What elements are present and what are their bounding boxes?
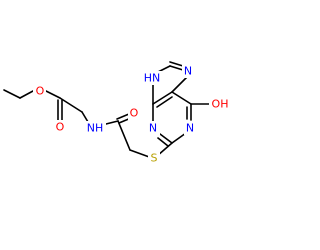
bond-c-amide-o-double-a — [116, 113, 130, 120]
atom-n1: N — [186, 122, 194, 135]
atom-n7: N — [184, 65, 192, 78]
atom-n9h: HN — [144, 72, 161, 85]
bond-c2-n3-b — [157, 137, 169, 147]
bond-lines — [3, 61, 211, 159]
atom-o-carbonyl1: O — [56, 121, 65, 134]
bond-n1-c2 — [171, 132, 187, 144]
atom-s: S — [151, 152, 158, 165]
bond-ch3-ch2 — [3, 89, 21, 99]
atom-o-ester: O — [36, 85, 45, 98]
bond-c-carbonyl-ch2 — [59, 97, 83, 113]
bond-c4-c5-a — [152, 91, 173, 105]
atom-n3: N — [149, 122, 157, 135]
bond-c-amide-ch2 — [117, 120, 131, 151]
atom-o-carbonyl2: O — [130, 107, 139, 120]
bond-ch2-nh — [81, 111, 89, 123]
bond-o-ester-c-carbonyl — [45, 90, 61, 99]
bond-c5-c6 — [171, 91, 192, 105]
molecule-structure-diagram: O O NH O S N N HN N OH — [3, 61, 231, 165]
bond-c2-n3-a — [159, 133, 173, 144]
atom-labels: O O NH O S N N HN N OH — [33, 64, 231, 165]
bond-c4-c5-b — [156, 96, 173, 108]
atom-nh-amide: NH — [87, 122, 104, 135]
bond-ch2-o-ester — [19, 90, 34, 99]
atom-oh: OH — [212, 98, 229, 111]
bond-c8-n7-a — [169, 65, 184, 71]
bond-n7-c5 — [171, 75, 189, 93]
bond-c8-n7-b — [169, 61, 184, 67]
